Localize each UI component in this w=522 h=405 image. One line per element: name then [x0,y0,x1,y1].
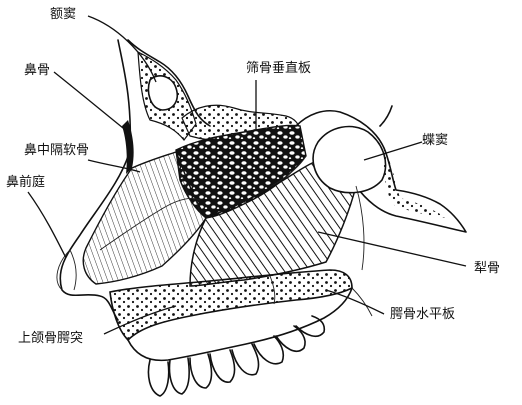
leader-nasal-bone [54,72,128,132]
soft-palate-edge [352,288,372,316]
label-nasal-bone: 鼻骨 [24,64,50,77]
leader-nasal-vestibule [28,192,66,258]
pharynx-edge [356,186,364,270]
hard-palate [110,270,352,340]
label-septal-cartilage: 鼻中隔软骨 [24,144,89,157]
frontal-sinus [149,76,178,110]
label-maxilla-process: 上颌骨腭突 [18,332,83,345]
sphenoid-upper-edge [380,106,392,126]
sphenoid-texture [383,148,446,218]
sphenoid-sinus [313,127,385,193]
label-palatine-plate: 腭骨水平板 [390,308,455,321]
teeth [148,316,324,396]
label-frontal-sinus: 额窦 [50,8,76,21]
label-sphenoid-sinus: 蝶窦 [422,134,448,147]
label-vomer: 犁骨 [474,262,500,275]
label-ethmoid-plate: 筛骨垂直板 [246,62,311,75]
leader-vomer [318,232,466,266]
label-nasal-vestibule: 鼻前庭 [6,176,45,189]
